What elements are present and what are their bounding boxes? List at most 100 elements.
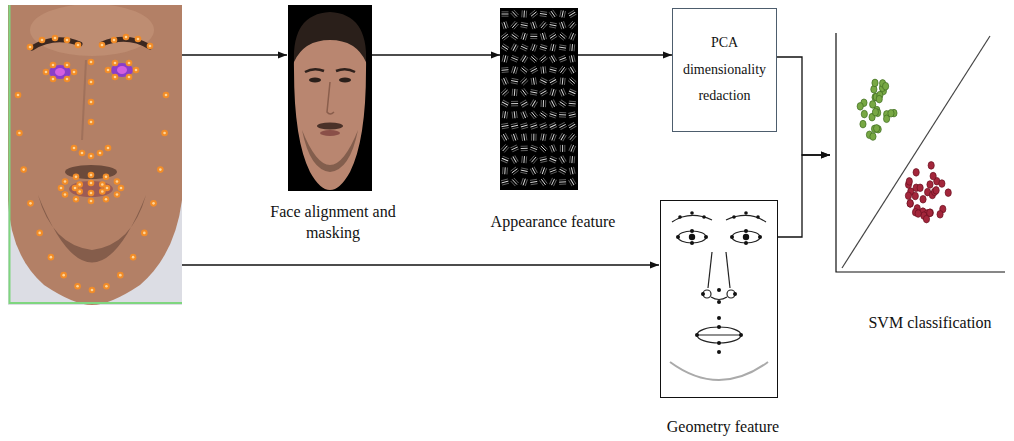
gabor-pattern bbox=[511, 59, 517, 62]
gabor-pattern bbox=[561, 22, 563, 29]
gabor-pattern bbox=[550, 112, 557, 114]
gabor-pattern bbox=[520, 48, 526, 51]
face-photo bbox=[88, 153, 95, 160]
gabor-pattern bbox=[540, 67, 542, 74]
gabor-pattern bbox=[540, 47, 547, 49]
gabor-pattern bbox=[530, 66, 536, 69]
face-photo bbox=[60, 272, 67, 279]
gabor-pattern bbox=[550, 146, 553, 152]
gabor-pattern bbox=[569, 144, 576, 152]
geometry-sketch bbox=[697, 334, 741, 335]
arrow-connector bbox=[578, 54, 672, 55]
gabor-pattern bbox=[539, 44, 547, 50]
arrow-connector bbox=[372, 54, 500, 55]
face-photo bbox=[73, 173, 80, 180]
face-photo bbox=[8, 5, 182, 305]
input-arrows bbox=[182, 54, 287, 55]
input-arrows bbox=[182, 55, 659, 265]
face-photo bbox=[112, 60, 119, 67]
caption-text: Geometry feature bbox=[638, 417, 808, 438]
box-label: PCA dimensionality redaction bbox=[677, 30, 772, 110]
face-photo bbox=[126, 74, 133, 81]
face-photo bbox=[117, 272, 124, 279]
gabor-pattern bbox=[514, 67, 516, 74]
gabor-pattern bbox=[559, 181, 566, 182]
gabor-pattern bbox=[520, 100, 528, 107]
gabor-pattern bbox=[514, 111, 516, 118]
gabor-pattern bbox=[501, 135, 504, 141]
face-photo bbox=[157, 166, 164, 173]
face-photo bbox=[101, 44, 104, 47]
process-box: PCA dimensionality redaction bbox=[672, 8, 777, 132]
geometry-sketch bbox=[717, 300, 721, 304]
gabor-pattern bbox=[501, 44, 509, 52]
face-photo bbox=[60, 187, 63, 190]
gabor-pattern bbox=[511, 101, 518, 106]
geometry-sketch bbox=[717, 316, 721, 320]
face-photo bbox=[99, 42, 106, 49]
face-photo bbox=[66, 78, 69, 81]
gabor-pattern bbox=[530, 149, 537, 152]
gabor-pattern bbox=[530, 66, 538, 73]
face-photo bbox=[135, 36, 142, 43]
aligned-face bbox=[302, 130, 358, 172]
gabor-pattern bbox=[550, 178, 557, 186]
face-photo bbox=[78, 190, 81, 193]
gabor-pattern bbox=[530, 125, 537, 127]
gabor-pattern bbox=[550, 133, 557, 141]
gabor-pattern bbox=[521, 178, 527, 186]
face-photo bbox=[114, 178, 121, 185]
gabor-pattern bbox=[502, 128, 509, 129]
face-photo bbox=[30, 5, 154, 56]
gabor-pattern bbox=[569, 101, 576, 103]
face-photo bbox=[119, 274, 122, 277]
gabor-pattern bbox=[520, 100, 526, 104]
geometry-sketch bbox=[701, 292, 705, 296]
gabor-pattern bbox=[521, 170, 528, 171]
gabor-pattern bbox=[549, 33, 557, 41]
face-photo bbox=[81, 152, 84, 155]
gabor-pattern bbox=[502, 167, 503, 174]
face-photo bbox=[107, 69, 110, 72]
gabor-pattern bbox=[554, 45, 556, 52]
aligned-face bbox=[309, 78, 321, 83]
geometry-sketch bbox=[670, 362, 768, 380]
face-photo bbox=[133, 67, 140, 74]
gabor-pattern bbox=[574, 44, 576, 51]
svm-plot bbox=[907, 200, 913, 208]
gabor-pattern bbox=[564, 145, 565, 152]
face-photo bbox=[120, 187, 123, 190]
gabor-pattern bbox=[511, 66, 517, 74]
gabor-pattern bbox=[510, 33, 518, 41]
gabor-pattern bbox=[560, 10, 566, 18]
face-photo bbox=[27, 200, 34, 207]
gabor-pattern bbox=[545, 32, 547, 39]
face-photo bbox=[103, 196, 110, 203]
gabor-pattern bbox=[504, 55, 506, 62]
gabor-pattern bbox=[530, 179, 538, 184]
gabor-pattern bbox=[559, 88, 566, 96]
gabor-pattern bbox=[539, 82, 545, 85]
gabor-pattern bbox=[520, 66, 528, 74]
gabor-pattern bbox=[502, 111, 507, 119]
svm-plot bbox=[927, 181, 933, 189]
gabor-pattern bbox=[549, 78, 557, 85]
face-photo bbox=[107, 147, 110, 150]
face-photo bbox=[88, 198, 95, 205]
gabor-pattern bbox=[502, 12, 509, 16]
face-photo bbox=[17, 94, 20, 97]
face-photo bbox=[71, 69, 78, 76]
gabor-pattern bbox=[521, 32, 523, 39]
gabor-pattern bbox=[564, 78, 566, 85]
gabor-pattern bbox=[531, 78, 532, 85]
gabor-pattern bbox=[545, 66, 547, 73]
svm-plot bbox=[888, 109, 894, 117]
gabor-pattern bbox=[531, 145, 538, 148]
gabor-pattern bbox=[559, 155, 566, 163]
face-photo bbox=[150, 200, 157, 207]
face-photo bbox=[62, 274, 65, 277]
gabor-pattern bbox=[521, 150, 528, 151]
svm-plot bbox=[870, 101, 876, 109]
geometry-sketch bbox=[690, 211, 694, 215]
gabor-pattern bbox=[569, 114, 576, 116]
